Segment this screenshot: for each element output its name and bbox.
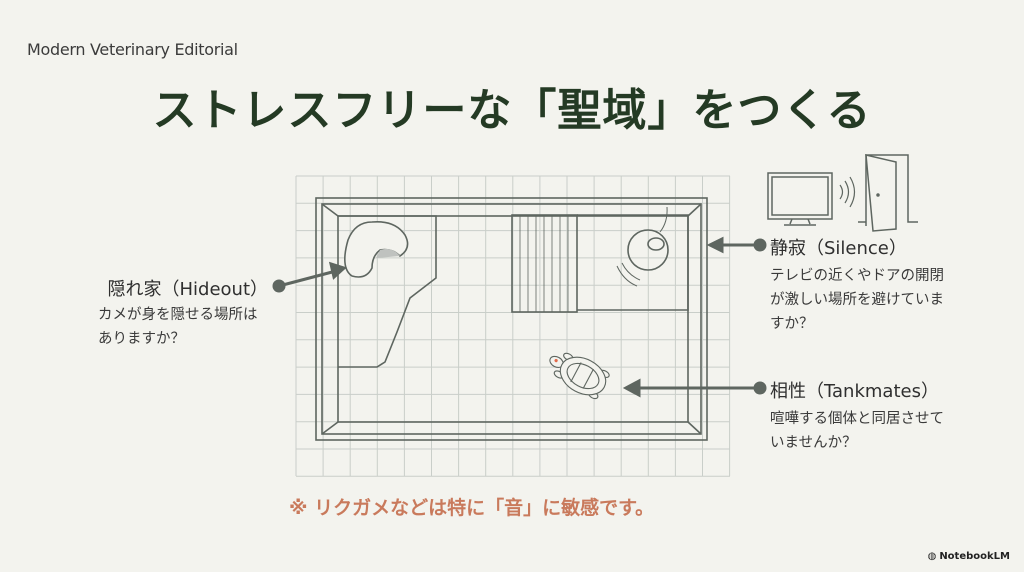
callout-text: 喧嘩する個体と同居させて [770, 411, 944, 427]
tv-icon [767, 172, 856, 226]
callout-text: すか？ [770, 316, 814, 332]
subtitle: Modern Veterinary Editorial [27, 40, 238, 59]
callout-silence: 静寂（Silence） テレビの近くやドアの開閉 が激しい場所を避けていま すか… [770, 234, 944, 336]
callout-title: 隠れ家（Hideout） [107, 279, 268, 300]
callout-text: ありますか？ [98, 331, 185, 347]
grid [295, 175, 731, 477]
callout-arrows [272, 236, 767, 398]
callout-tankmates: 相性（Tankmates） 喧嘩する個体と同居させて いませんか？ [770, 377, 944, 455]
door-icon [858, 154, 918, 232]
callout-title: 相性（Tankmates） [770, 381, 939, 402]
tank-rim [321, 203, 702, 435]
turtle-icon [549, 352, 610, 400]
hide-rock [344, 220, 409, 278]
tank-inner [337, 215, 689, 423]
sound-waves-icon [839, 176, 856, 208]
callout-text: いませんか？ [770, 435, 857, 451]
cord [659, 206, 668, 233]
page-title: ストレスフリーな「聖域」をつくる [152, 85, 872, 136]
callout-hideout-body: カメが身を隠せる場所は ありますか？ [98, 303, 258, 351]
note: ※ リクガメなどは特に「音」に敏感です。 [289, 497, 655, 519]
notebooklm-icon: ◍ [927, 551, 937, 562]
land-area [338, 215, 437, 368]
callout-hideout: 隠れ家（Hideout） [107, 275, 268, 301]
basking-platform [577, 214, 689, 311]
callout-text: が激しい場所を避けていま [770, 292, 944, 308]
tank-outer [315, 197, 708, 441]
callout-text: テレビの近くやドアの開閉 [770, 268, 944, 284]
ramp [511, 214, 578, 313]
callout-text: カメが身を隠せる場所は [98, 307, 258, 323]
callout-title: 静寂（Silence） [770, 238, 907, 259]
brand-name: NotebookLM [939, 551, 1010, 562]
lamp-icon [627, 229, 669, 271]
brand-logo: ◍ NotebookLM [928, 551, 1010, 562]
